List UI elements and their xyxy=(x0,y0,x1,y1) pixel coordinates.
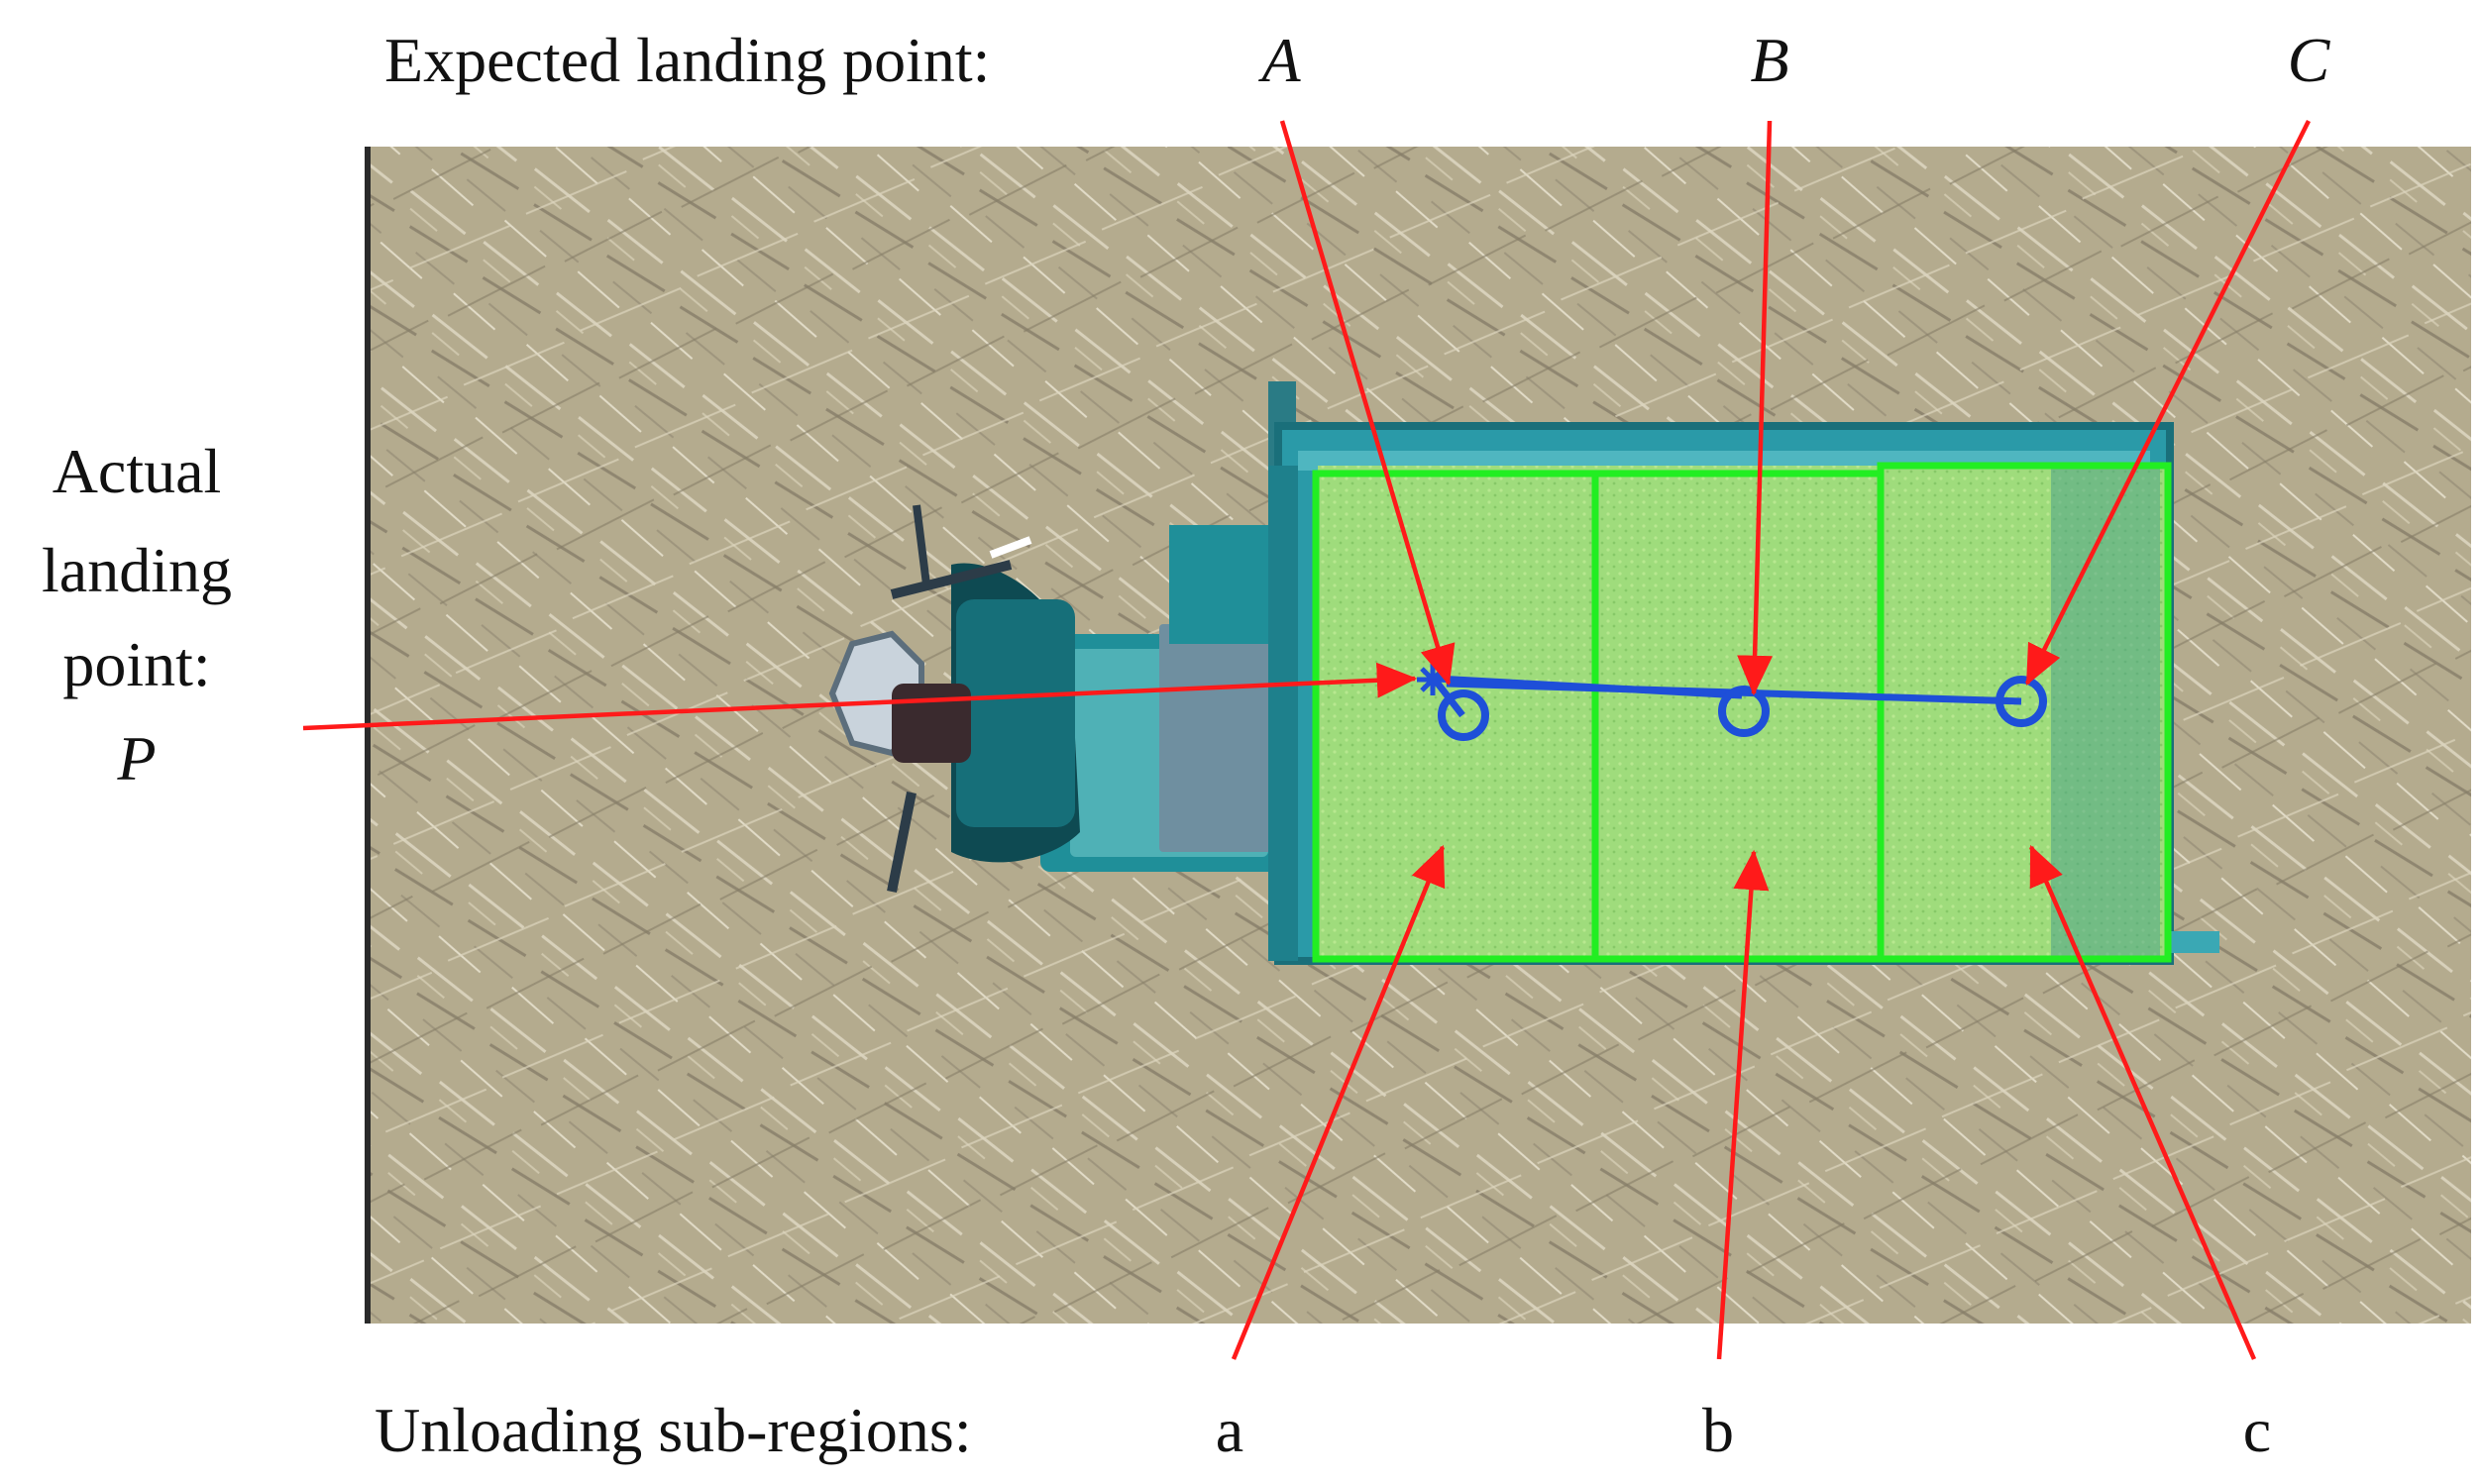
actual-landing-label-line1: Actual xyxy=(53,436,222,506)
point-B-label: B xyxy=(1750,25,1788,95)
arrow-A xyxy=(1279,120,1456,687)
point-A-label: A xyxy=(1257,25,1301,95)
point-C-label: C xyxy=(2288,25,2331,95)
labels: Expected landing point: A B C Actual lan… xyxy=(42,25,2331,1465)
region-c-label: c xyxy=(2243,1395,2271,1465)
annotation-arrows xyxy=(302,119,2312,1360)
arrow-P xyxy=(302,662,1418,731)
region-c-box xyxy=(1877,462,2172,963)
unloading-sub-regions-label: Unloading sub-regions: xyxy=(375,1395,972,1465)
actual-landing-label-line3: point: xyxy=(62,629,210,699)
arrow-c xyxy=(2028,844,2257,1360)
expected-landing-point-label: Expected landing point: xyxy=(384,25,990,95)
region-b-label: b xyxy=(1702,1395,1734,1465)
arrow-B xyxy=(1737,120,1774,696)
region-a-label: a xyxy=(1216,1395,1243,1465)
unloading-sub-regions xyxy=(1312,462,2172,963)
arrow-C xyxy=(2024,119,2312,687)
arrow-a xyxy=(1231,844,1446,1360)
expected-marker-C xyxy=(1996,676,2047,727)
point-P-label: P xyxy=(116,723,156,794)
actual-landing-label-line2: landing xyxy=(42,535,232,605)
expected-marker-A xyxy=(1438,689,1489,741)
arrow-b xyxy=(1716,849,1770,1360)
